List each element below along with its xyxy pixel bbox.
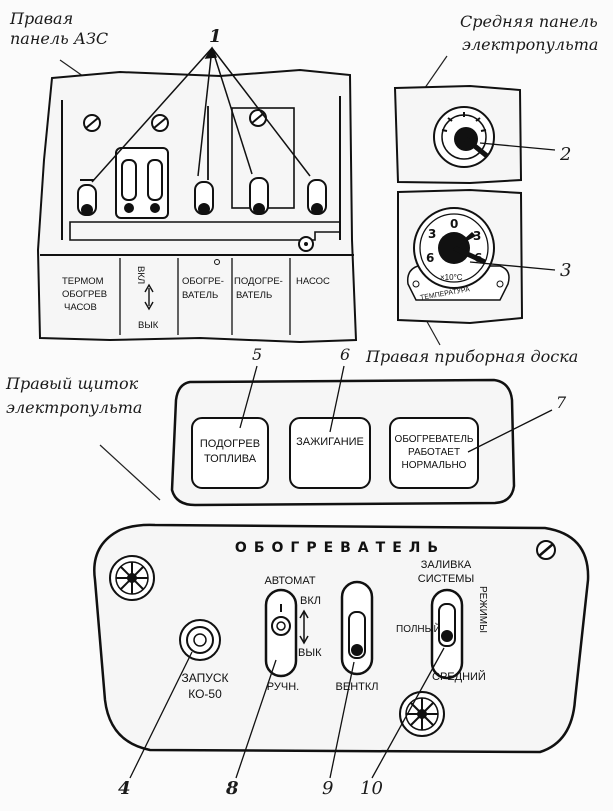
toggle-switch-pump[interactable] [307,179,327,215]
gauge-scale-3-left: 3 [428,227,436,241]
lamp-heater-normal-line3: НОРМАЛЬНО [402,460,467,471]
gauge-unit: ×10°С [440,273,463,282]
modes-label: РЕЖИМЫ [477,586,488,633]
gauge-scale-3-right: 3 [473,229,481,243]
middle-panel [393,84,523,185]
lamp-heater-normal-line2: РАБОТАЕТ [408,447,460,458]
gauge-small [433,106,495,168]
caption-right-dashboard: Правая приборная доска [365,347,578,366]
callout-line-10 [371,647,445,779]
caption-right-shield-line2: электропульта [6,398,142,417]
auto-manual-switch[interactable] [264,588,298,678]
vent-label: ВЕНТКЛ [336,681,379,693]
toggle-switch-preheater[interactable] [249,177,269,215]
callout-line-5 [239,365,258,429]
leader-right-shield [99,444,161,501]
lamp-fuel-heat [191,417,269,489]
fill-label-line1: ЗАЛИВКА [421,559,472,571]
screw-icon [83,114,101,132]
caption-middle-panel-line1: Средняя панель [460,12,598,31]
callout-line-3 [469,261,556,271]
leader-right-dashboard [424,317,441,346]
lamp-ignition [289,417,371,489]
switch8-on-label: ВКЛ [300,595,321,607]
lamp-heater-normal-line1: ОБОГРЕВАТЕЛЬ [395,434,474,445]
azs-label-thermo-1: ТЕРМОМ [62,276,104,287]
caption-right-azs-line2: панель АЗС [10,29,108,48]
screw-icon [249,109,267,127]
azs-label-on: ВКЛ [135,266,146,284]
lamp-fuel-heat-line1: ПОДОГРЕВ [200,438,260,450]
screw-icon [536,540,556,560]
callout-number-6: 6 [340,345,350,364]
switch8-off-label: ВЫК [298,647,322,659]
azs-label-off: ВЫК [138,320,159,331]
caption-middle-panel-line2: электропульта [462,35,598,54]
screw-icon [298,236,314,252]
callout-line-7 [467,409,553,453]
azs-label-preheater-2: ВАТЕЛЬ [236,290,272,301]
gauge-scale-6-left: 6 [426,251,434,265]
start-button-ko50[interactable] [179,619,221,661]
azs-label-preheater-1: ПОДОГРЕ- [234,276,283,287]
lamp-ignition-label: ЗАЖИГАНИЕ [296,436,364,448]
azs-label-pump: НАСОС [296,276,330,287]
lamp-fuel-heat-line2: ТОПЛИВА [204,453,257,465]
manual-label: РУЧН. [267,681,299,693]
callout-line-8 [235,659,277,779]
gauge-scale-0: 0 [450,217,458,231]
callout-line-4 [129,651,193,779]
caption-right-azs-line1: Правая [9,9,73,28]
azs-panel: ТЕРМОМ ОБОГРЕВ ЧАСОВ ВКЛ ВЫК ОБОГРЕ- ВАТ… [36,68,358,344]
gauge-scale-6-right: 6 [474,251,482,265]
full-mode-label: ПОЛНЫЙ [396,622,441,635]
callout-number-10: 10 [360,778,383,799]
vent-switch[interactable] [340,580,374,676]
automat-label: АВТОМАТ [264,575,315,587]
start-label-line2: КО-50 [188,687,222,701]
fan-grille-icon [399,691,445,737]
callout-line-9 [329,661,355,779]
callout-line-6 [329,365,345,433]
screw-icon [151,114,169,132]
callout-number-5: 5 [252,345,262,364]
fill-label-line2: СИСТЕМЫ [418,573,474,585]
toggle-switch-guarded-pair[interactable] [115,147,169,219]
right-dashboard: 3 0 3 6 6 ×10°С ТЕМПЕРАТУРА [397,188,524,325]
callout-number-9: 9 [322,778,333,799]
lamp-heater-normal [389,417,479,489]
temperature-gauge: 3 0 3 6 6 ×10°С ТЕМПЕРАТУРА [406,207,510,302]
callout-number-4: 4 [118,778,131,799]
azs-label-thermo-3: ЧАСОВ [64,302,97,313]
callout-arrows-1 [91,46,311,183]
callout-number-2: 2 [559,144,571,165]
callout-number-7: 7 [556,393,567,412]
callout-number-1: 1 [209,26,222,47]
callout-number-3: 3 [560,260,571,281]
toggle-switch-thermo[interactable] [77,179,97,216]
fan-grille-icon [109,555,155,601]
azs-label-thermo-2: ОБОГРЕВ [62,289,107,300]
start-label-line1: ЗАПУСК [181,671,228,685]
callout-line-2 [479,142,556,151]
toggle-switch-heater[interactable] [194,181,214,215]
azs-label-heater-1: ОБОГРЕ- [182,276,224,287]
callout-number-8: 8 [225,778,239,799]
azs-label-heater-2: ВАТЕЛЬ [182,290,218,301]
heater-panel-title: ОБОГРЕВАТЕЛЬ [235,540,445,556]
lamp-panel: ПОДОГРЕВ ТОПЛИВА ЗАЖИГАНИЕ ОБОГРЕВАТЕЛЬ … [170,378,516,507]
medium-mode-label: СРЕДНИЙ [432,670,486,683]
heater-panel: ОБОГРЕВАТЕЛЬ [93,523,590,754]
caption-right-shield-line1: Правый щиток [5,374,139,393]
